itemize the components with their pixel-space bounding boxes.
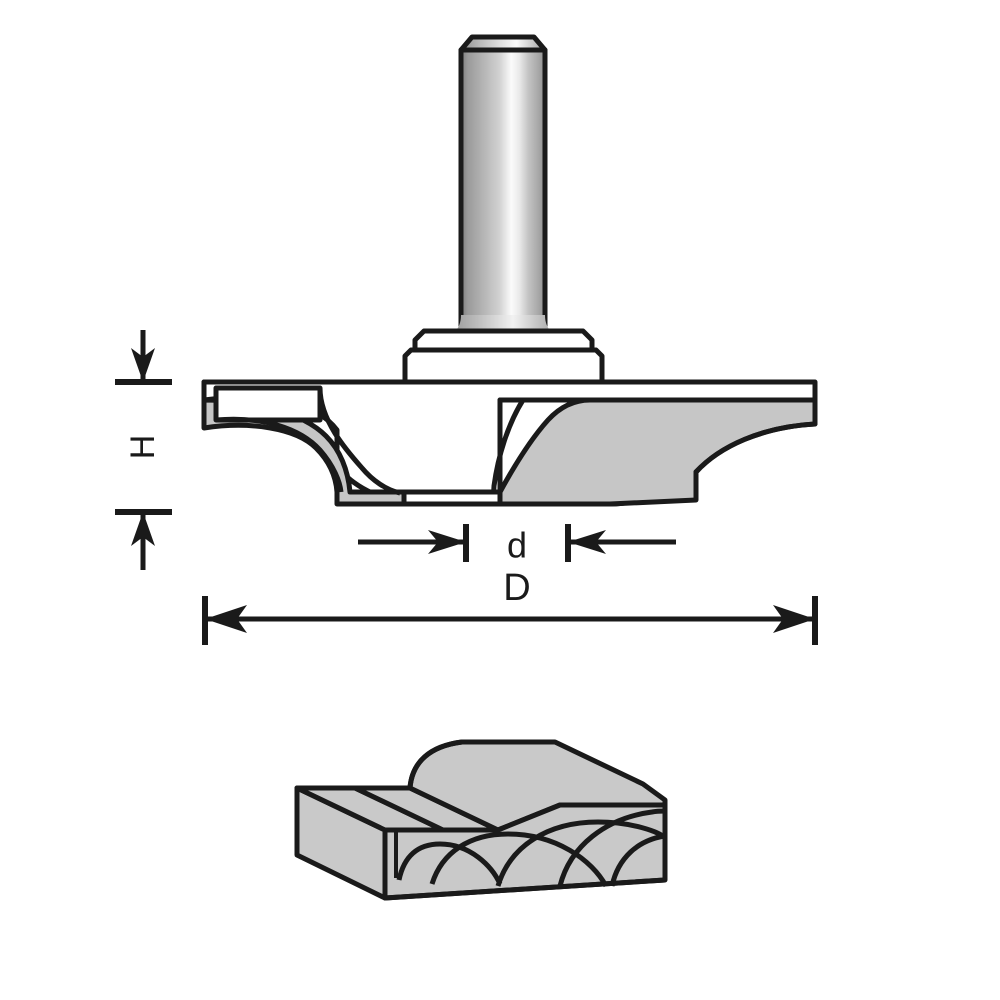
wood-grain-arc-4 [557, 808, 666, 887]
wood-bottom-edge [384, 877, 666, 901]
dimension-D: D [202, 567, 818, 645]
shank-barrel [458, 47, 548, 333]
wood-grain-arc-1 [396, 841, 503, 886]
collar-lower [402, 347, 605, 387]
dimension-d: d [358, 524, 676, 566]
wood-grain-arc-5 [609, 833, 666, 887]
dim-H-arrow-bottom [131, 512, 155, 546]
cutter-left-cove-inner [215, 416, 344, 493]
cutter-left-shelf [213, 385, 323, 423]
dim-d-arrow-left [428, 530, 466, 554]
dim-d-arrow-right [568, 530, 606, 554]
wood-sample [294, 739, 668, 901]
dim-H-arrow-top [131, 348, 155, 382]
dim-D-arrow-left [205, 605, 247, 633]
carbide-right-face-line [490, 398, 526, 505]
dim-H-label: H [124, 435, 162, 460]
cutter-left-cove [317, 387, 401, 496]
wood-shoulder-curve [407, 739, 463, 789]
dim-D-label: D [503, 567, 530, 609]
dimension-H: H [115, 330, 172, 570]
cutter-right-fillet [693, 421, 818, 475]
dim-D-arrow-right [773, 605, 815, 633]
collar-assembly [402, 328, 605, 387]
carbide-right-leading-edge [497, 397, 593, 507]
cutter-bottom-tip [401, 489, 503, 507]
dim-d-label: d [507, 525, 527, 566]
wood-grain-arc-3 [495, 819, 667, 887]
wood-grain-arc-2 [429, 831, 609, 888]
cutter-body-assembly [201, 379, 818, 507]
shank-assembly [440, 34, 566, 338]
